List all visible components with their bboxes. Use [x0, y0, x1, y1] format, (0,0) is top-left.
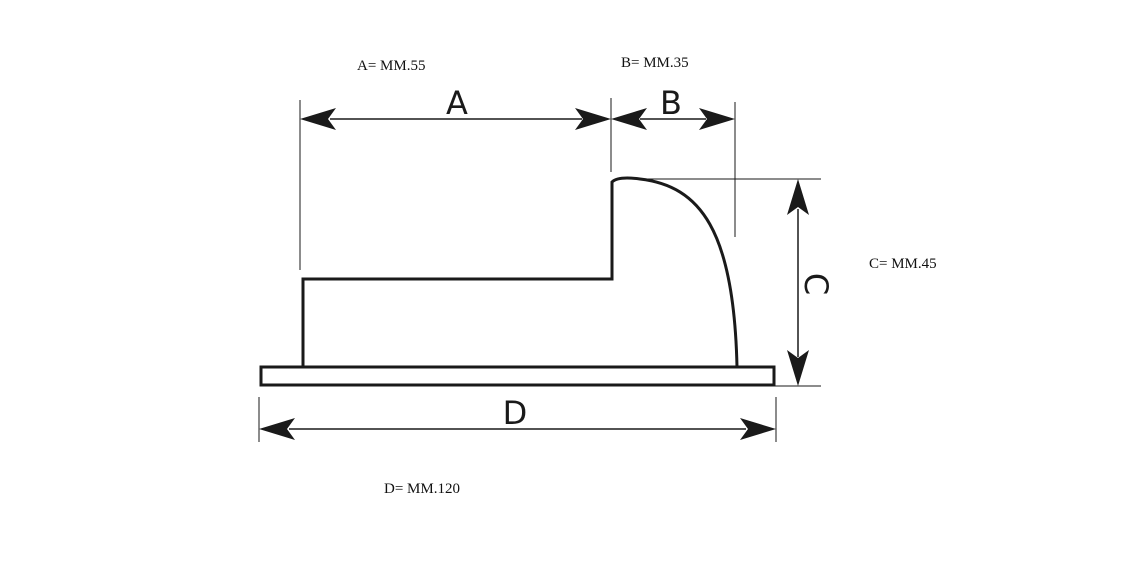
spec-label-d: D= MM.120 [384, 481, 460, 497]
dimension-letter-d: D [503, 394, 528, 432]
dimension-letter-b: B [660, 84, 682, 122]
arrowhead-b-left [611, 108, 647, 130]
spec-label-b: B= MM.35 [621, 55, 689, 71]
spec-label-c: C= MM.45 [869, 256, 937, 272]
spec-label-a: A= MM.55 [357, 58, 426, 74]
arrowhead-d-left [259, 418, 295, 440]
dimension-a: A [300, 84, 611, 130]
dimension-d: D [259, 394, 776, 440]
arrowhead-a-right [575, 108, 611, 130]
arrowhead-d-right [740, 418, 776, 440]
arrowhead-c-bottom [787, 350, 809, 386]
dimension-c: C [787, 179, 835, 386]
base-plate [259, 365, 776, 387]
arrowhead-b-right [699, 108, 735, 130]
dimension-letter-a: A [446, 84, 468, 122]
profile-body [301, 176, 739, 368]
dimension-letter-c: C [797, 273, 835, 295]
arrowhead-c-top [787, 179, 809, 215]
dimension-b: B [611, 84, 735, 130]
arrowhead-a-left [300, 108, 336, 130]
